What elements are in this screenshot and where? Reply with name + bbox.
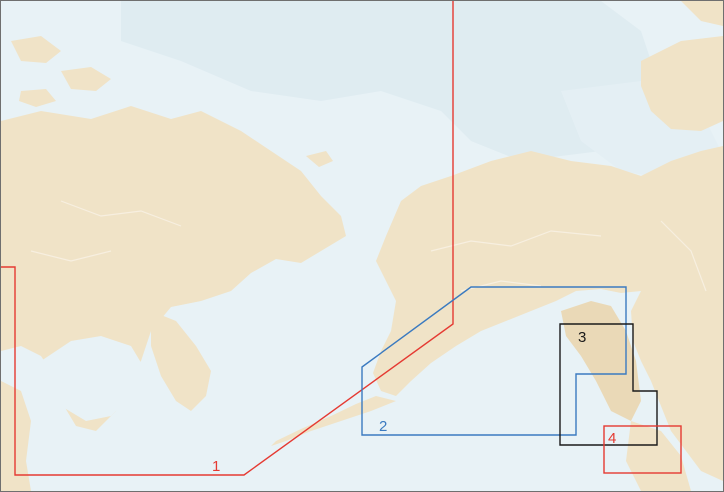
region-3-boundary — [559, 323, 658, 446]
region-1-label: 1 — [212, 458, 220, 475]
region-3-label: 3 — [578, 329, 586, 346]
asia-southwest-land — [1, 381, 31, 491]
kamchatka-land — [151, 311, 211, 411]
northern-island — [681, 1, 723, 26]
alaska-land — [373, 151, 641, 396]
sea-of-okhotsk — [41, 336, 146, 421]
region-2-boundary — [361, 286, 627, 436]
region-4-label: 4 — [608, 430, 616, 447]
wrangel-island — [306, 151, 333, 167]
southeast-alaska-coast — [561, 301, 641, 421]
canada-land — [631, 146, 723, 481]
arctic-island-1 — [11, 36, 61, 63]
arctic-island-3 — [19, 89, 56, 107]
sea-ice — [121, 1, 661, 161]
canadian-arctic-islands — [641, 36, 723, 131]
region-4-boundary — [603, 425, 682, 474]
arctic-island-2 — [61, 67, 111, 91]
region-1-boundary — [1, 1, 454, 476]
region-2-label: 2 — [379, 418, 387, 435]
